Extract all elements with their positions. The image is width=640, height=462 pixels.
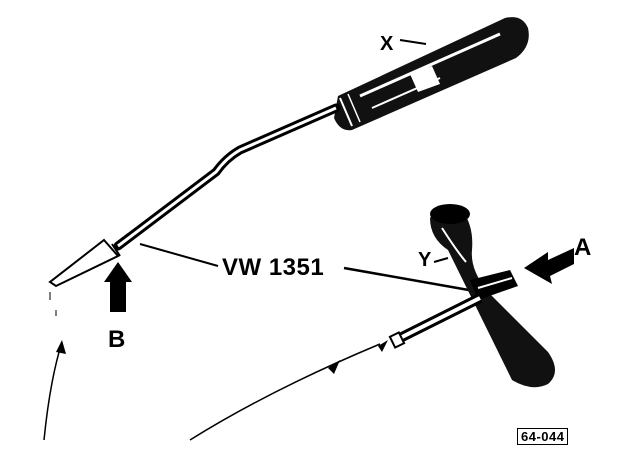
leader-line-y <box>433 257 449 263</box>
screwdriver-handle <box>334 17 529 131</box>
label-a: A <box>574 234 592 261</box>
screwdriver-shaft <box>113 103 341 251</box>
tool-tip <box>48 238 121 288</box>
arrow-a-icon <box>524 248 574 284</box>
label-y: Y <box>418 249 432 271</box>
t-handle-tool <box>388 204 555 388</box>
motion-curve-left <box>43 341 63 441</box>
label-b: B <box>108 326 126 353</box>
label-x: X <box>380 33 394 55</box>
label-vw-1351: VW 1351 <box>222 254 325 281</box>
leader-line-vw-left <box>139 243 219 267</box>
motion-curve-right <box>189 343 381 441</box>
leader-line-x <box>399 39 427 45</box>
motion-arrowhead-left-icon <box>56 340 66 354</box>
motion-arrowhead-end-icon <box>378 340 388 352</box>
figure-reference: 64-044 <box>517 428 569 445</box>
motion-arrowhead-mid-icon <box>328 360 340 374</box>
arrow-b-icon <box>104 262 132 312</box>
leader-line-vw-right <box>343 266 481 294</box>
tip-dash <box>49 292 57 316</box>
